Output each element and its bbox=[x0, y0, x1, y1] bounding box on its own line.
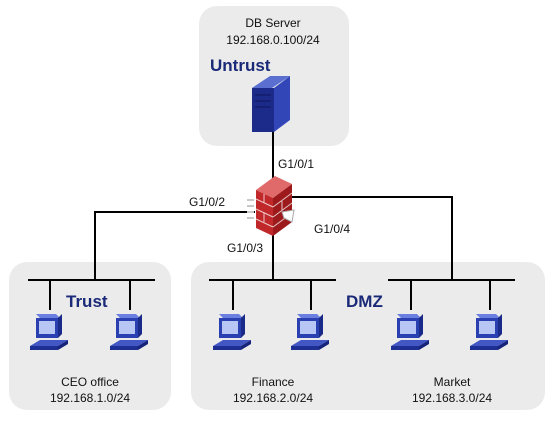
interface-g3-label: G1/0/3 bbox=[227, 241, 264, 255]
ceo-segment-subnet: 192.168.1.0/24 bbox=[49, 391, 131, 405]
market-segment-subnet: 192.168.3.0/24 bbox=[411, 391, 493, 405]
pc-icon bbox=[391, 314, 429, 350]
interface-g1-label: G1/0/1 bbox=[278, 157, 315, 171]
network-links bbox=[28, 128, 515, 310]
pc-icon bbox=[110, 314, 148, 350]
finance-segment-name: Finance bbox=[251, 375, 295, 389]
interface-g2-label: G1/0/2 bbox=[189, 195, 226, 209]
pc-icon bbox=[291, 314, 329, 350]
dmz-zone bbox=[191, 262, 545, 410]
trust-zone-title: Trust bbox=[66, 292, 108, 311]
interface-g4-label: G1/0/4 bbox=[314, 222, 351, 236]
finance-segment-subnet: 192.168.2.0/24 bbox=[232, 391, 314, 405]
server-name-label: DB Server bbox=[245, 16, 301, 30]
db-server-icon bbox=[252, 76, 290, 132]
dmz-zone-title: DMZ bbox=[346, 292, 383, 311]
firewall-icon bbox=[247, 176, 295, 236]
pc-icon bbox=[30, 314, 68, 350]
untrust-zone-title: Untrust bbox=[210, 56, 271, 75]
ceo-segment-name: CEO office bbox=[61, 375, 119, 389]
market-segment-name: Market bbox=[433, 375, 471, 389]
pc-icon bbox=[470, 314, 508, 350]
server-ip-label: 192.168.0.100/24 bbox=[226, 33, 320, 47]
pc-icon bbox=[213, 314, 251, 350]
